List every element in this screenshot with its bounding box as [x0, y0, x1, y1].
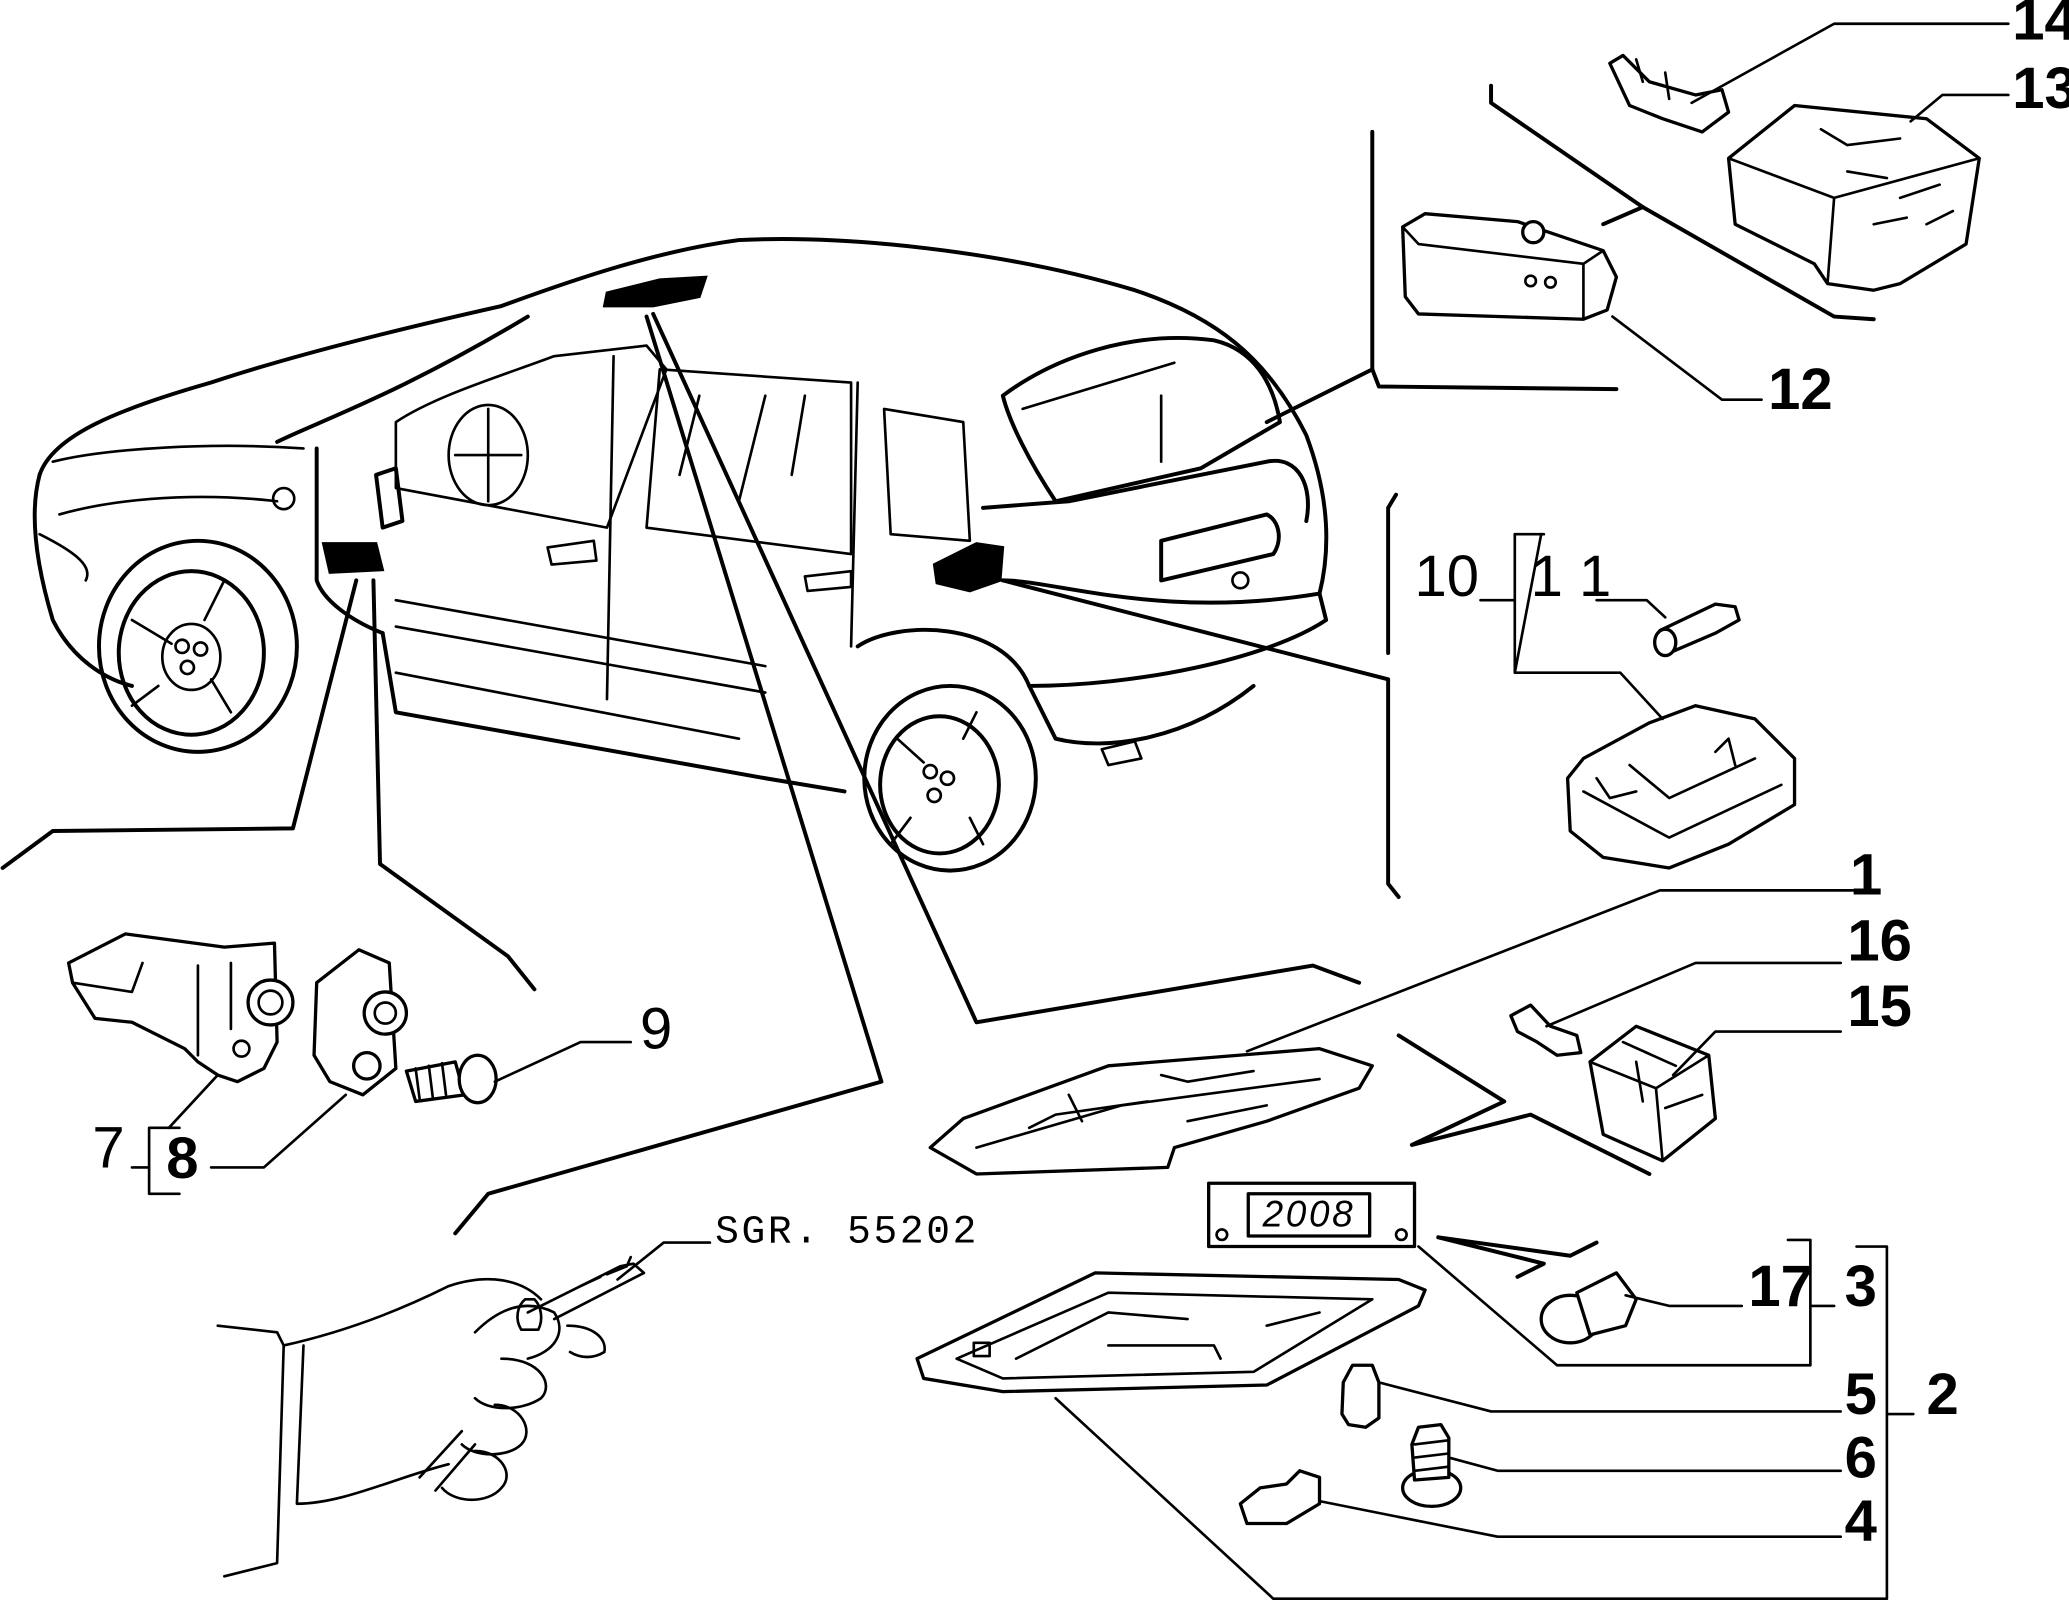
bulb-holder-part-17	[1539, 1271, 1638, 1345]
callout-13: 13	[2012, 56, 2069, 121]
connector-part-13	[1726, 103, 1981, 292]
callout-10: 10	[1415, 544, 1480, 609]
display-reading: 2008	[1262, 1194, 1356, 1235]
callout-7: 7	[92, 1115, 124, 1180]
terminal-part-14	[1608, 53, 1731, 134]
tool-reference: SGR. 55202	[715, 1210, 979, 1255]
screw-part-6	[1400, 1422, 1463, 1509]
callout-1: 1	[1850, 842, 1882, 907]
callout-14: 14	[2012, 0, 2069, 53]
callout-leaders	[130, 22, 2010, 1601]
callout-16: 16	[1847, 908, 1912, 973]
terminal-part-16	[1509, 1003, 1583, 1057]
callout-6: 6	[1845, 1425, 1877, 1490]
callout-4: 4	[1845, 1489, 1877, 1554]
connector-part-15	[1588, 1024, 1718, 1163]
roof-lamp-lower-panel-part-2	[915, 1271, 1427, 1394]
leader-lines	[0, 83, 1876, 1279]
roof-lamp-panel-part-1	[928, 1047, 1374, 1176]
door-switch-location	[321, 542, 385, 574]
boot-lamp-location	[932, 542, 1005, 593]
car-illustration	[32, 237, 1329, 873]
lamp-housing-part-10	[1565, 704, 1797, 870]
hand-with-tool-illustration	[216, 1255, 646, 1578]
clip-part-4	[1238, 1469, 1322, 1526]
bulb-part-5	[1340, 1363, 1381, 1429]
callout-3: 3	[1845, 1254, 1877, 1319]
callout-2: 2	[1926, 1362, 1958, 1427]
callout-17: 17	[1748, 1254, 1813, 1319]
callout-11: 1 1	[1531, 544, 1612, 609]
callout-numbers: 14 13 12 10 1 1 1 16 15 9 7 8 SGR. 55202…	[92, 0, 2069, 1554]
door-switch-bracket-part-8	[312, 948, 409, 1097]
screw-part-9	[404, 1053, 498, 1105]
callout-9: 9	[640, 997, 672, 1062]
door-switch-part-7	[66, 932, 295, 1084]
callout-12: 12	[1768, 357, 1833, 422]
luggage-lamp-part-12	[1400, 212, 1619, 321]
callout-15: 15	[1847, 974, 1912, 1039]
callout-5: 5	[1845, 1362, 1877, 1427]
callout-8: 8	[166, 1126, 198, 1191]
bulb-part-11	[1653, 602, 1741, 658]
roof-lamp-location	[602, 275, 708, 308]
display-part-3: 2008	[1207, 1181, 1417, 1249]
